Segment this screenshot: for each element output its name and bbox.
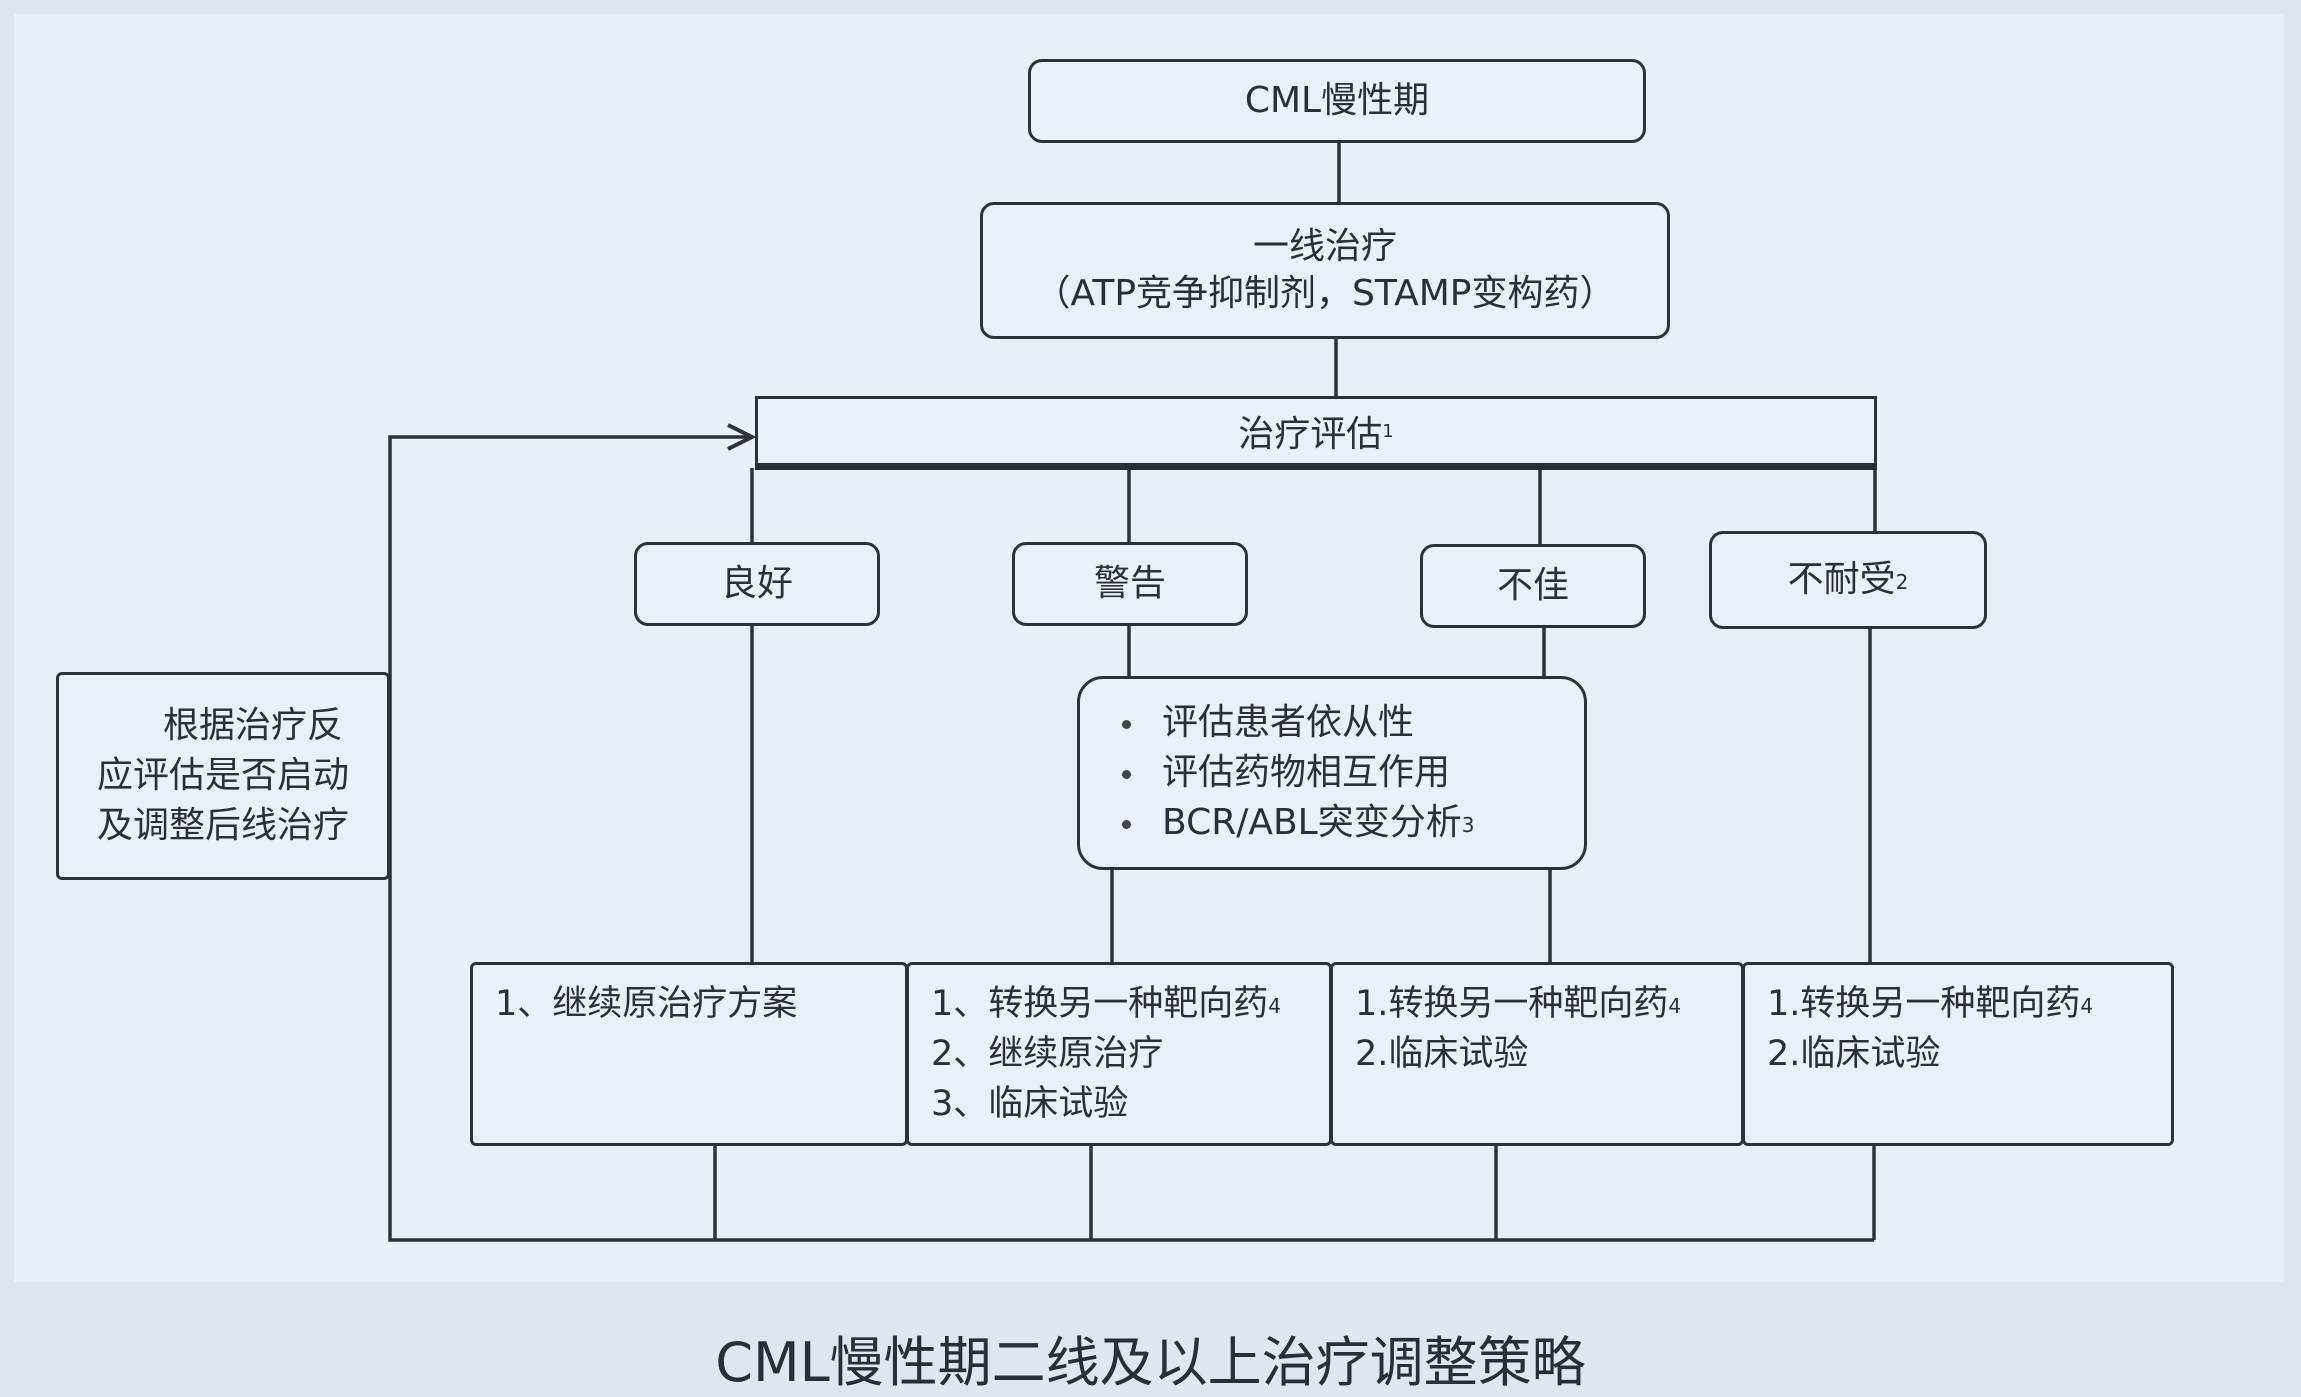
diagram-caption: CML慢性期二线及以上治疗调整策略 [715, 1331, 1586, 1394]
action-item: 1.转换另一种靶向药4 [1767, 984, 2094, 1024]
outcome-good: 良好 [634, 542, 880, 626]
assessment-footnote: 1 [1382, 420, 1394, 442]
feedback-line: 应评估是否启动 [96, 755, 349, 796]
outcome-intolerant-footnote: 2 [1895, 570, 1909, 594]
action-warning: 1、转换另一种靶向药4 2、继续原治疗 3、临床试验 [906, 962, 1332, 1146]
check-item: 评估患者依从性 [1122, 698, 1474, 748]
action-good-list: 1、继续原治疗方案 [495, 979, 797, 1029]
action-good: 1、继续原治疗方案 [470, 962, 908, 1146]
assessment-label: 治疗评估 [1238, 414, 1383, 455]
action-warning-list: 1、转换另一种靶向药4 2、继续原治疗 3、临床试验 [931, 979, 1281, 1129]
feedback-arrowhead-icon [727, 423, 757, 451]
action-item: 2、继续原治疗 [931, 1034, 1164, 1074]
action-intolerant: 1.转换另一种靶向药4 2.临床试验 [1742, 962, 2174, 1146]
action-item: 1、继续原治疗方案 [495, 984, 798, 1024]
feedback-line: 及调整后线治疗 [96, 805, 349, 846]
check-item: BCR/ABL突变分析3 [1122, 798, 1474, 848]
outcome-poor: 不佳 [1420, 544, 1646, 628]
feedback-note-box: 根据治疗反 应评估是否启动 及调整后线治疗 [56, 672, 390, 880]
outcome-poor-label: 不佳 [1496, 564, 1569, 606]
feedback-line: 根据治疗反 [162, 705, 343, 746]
action-item: 2.临床试验 [1355, 1034, 1529, 1074]
warning-checks-box: 评估患者依从性 评估药物相互作用 BCR/ABL突变分析3 [1077, 676, 1587, 870]
outcome-intolerant-label: 不耐受 [1787, 558, 1896, 600]
check-item-footnote: 3 [1461, 813, 1475, 837]
first-line-drug-classes: （ATP竞争抑制剂，STAMP变构药） [1034, 272, 1616, 314]
first-line-title: 一线治疗 [1252, 225, 1397, 267]
node-cml-chronic-phase-label: CML慢性期 [1244, 79, 1430, 121]
action-item: 2.临床试验 [1767, 1034, 1941, 1074]
action-poor-list: 1.转换另一种靶向药4 2.临床试验 [1355, 979, 1681, 1079]
action-item-footnote: 4 [1268, 994, 1282, 1018]
outcome-warning-label: 警告 [1093, 562, 1166, 604]
node-first-line-therapy: 一线治疗 （ATP竞争抑制剂，STAMP变构药） [980, 202, 1670, 339]
warning-checks-list: 评估患者依从性 评估药物相互作用 BCR/ABL突变分析3 [1122, 698, 1474, 848]
action-item: 3、临床试验 [931, 1084, 1129, 1124]
outcome-warning: 警告 [1012, 542, 1248, 626]
action-intolerant-list: 1.转换另一种靶向药4 2.临床试验 [1767, 979, 2093, 1079]
node-cml-chronic-phase: CML慢性期 [1028, 59, 1646, 143]
outcome-good-label: 良好 [720, 562, 793, 604]
check-item: 评估药物相互作用 [1122, 748, 1474, 798]
action-poor: 1.转换另一种靶向药4 2.临床试验 [1330, 962, 1744, 1146]
action-item: 1、转换另一种靶向药4 [931, 984, 1282, 1024]
action-item-footnote: 4 [2080, 994, 2094, 1018]
action-item-footnote: 4 [1668, 994, 1682, 1018]
action-item: 1.转换另一种靶向药4 [1355, 984, 1682, 1024]
feedback-loop-line [388, 435, 1874, 1242]
